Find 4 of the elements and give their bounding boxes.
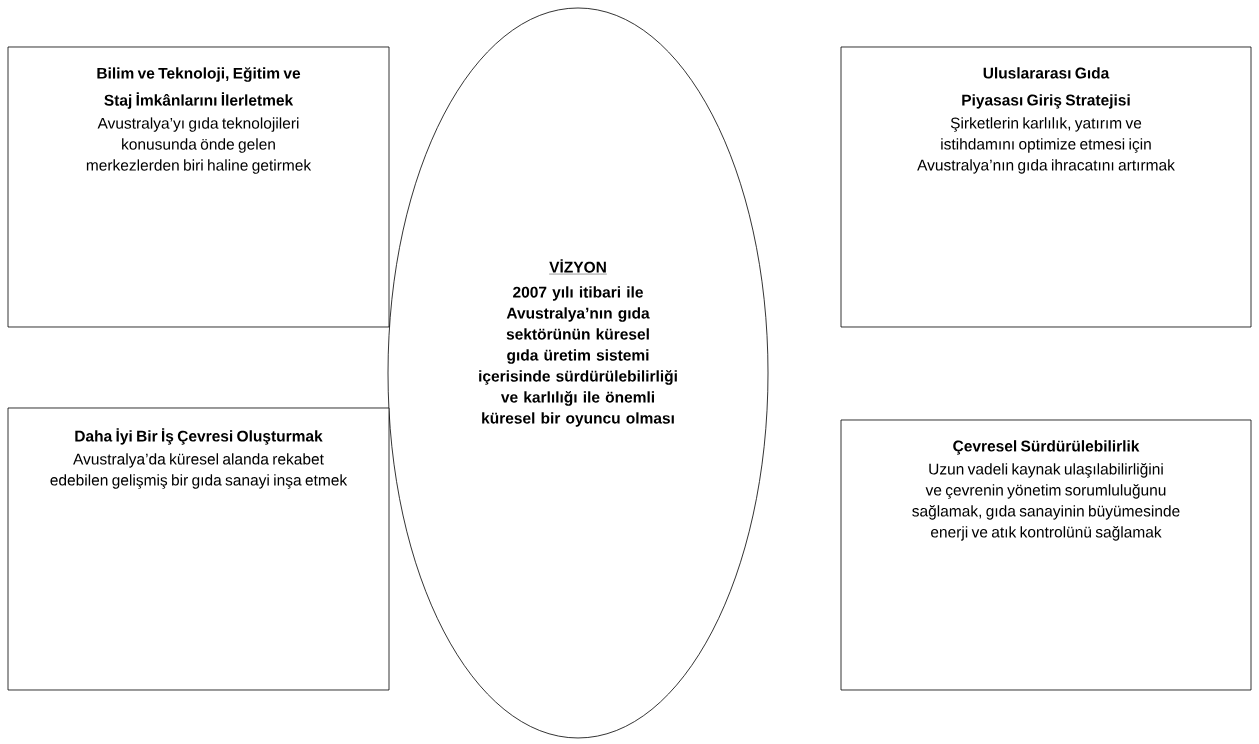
- text-box: Uluslararası Gıda Piyasası Giriş Stratejisi Şirketlerin karlılık, yatırım ve istihdamını optimize etmesi için Avustralya’nın gıda ihracatını artırmak: [840, 46, 1252, 328]
- text-box: Çevresel Sürdürülebilirlik Uzun vadeli kaynak ulaşılabilirliğini ve çevrenin yönetim sorumluluğunu sağlamak, gıda sanayinin büyümesinde enerji ve atık kontrolünü sağlamak: [840, 419, 1252, 691]
- text-box: Bilim ve Teknoloji, Eğitim ve Staj İmkânlarını İlerletmek Avustralya’yı gıda teknolojileri konusunda önde gelen merkezlerden biri haline getirmek: [7, 46, 390, 328]
- text-box: Daha İyi Bir İş Çevresi Oluşturmak Avustralya’da küresel alanda rekabet edebilen gelişmiş bir gıda sanayi inşa etmek: [7, 407, 390, 691]
